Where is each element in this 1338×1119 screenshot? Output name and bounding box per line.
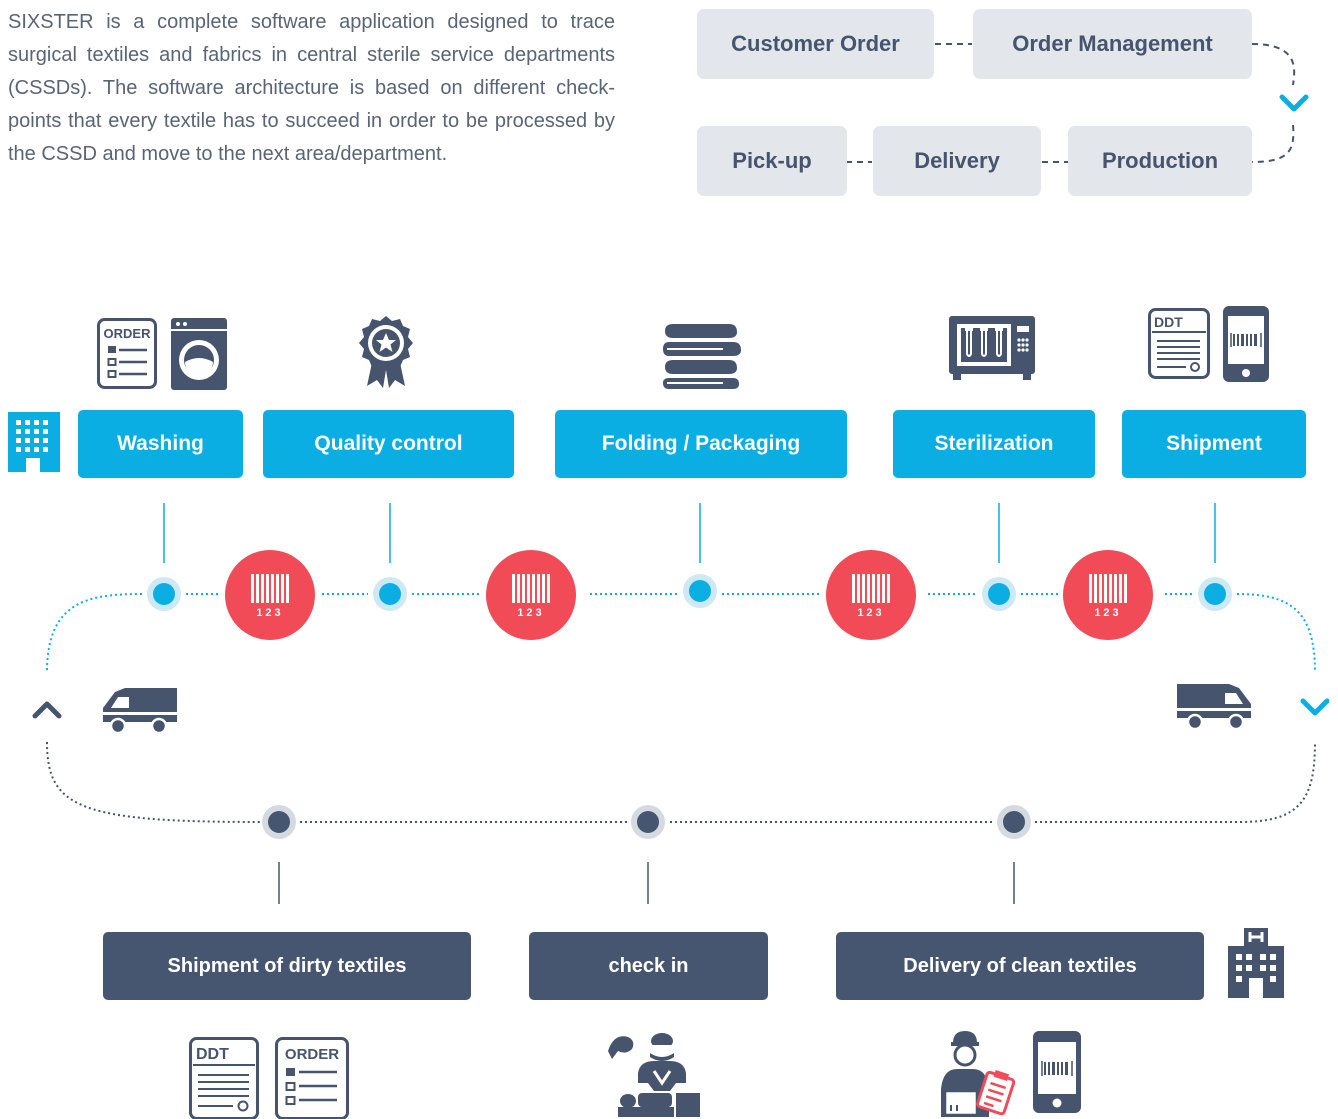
order-document-icon: ORDER — [97, 318, 159, 390]
checkpoint-node — [147, 577, 181, 611]
barcode-badge: 123 — [826, 550, 916, 640]
barcode-phone-icon — [1223, 306, 1269, 382]
checkpoint-node — [683, 574, 717, 608]
checkpoint-node — [997, 805, 1031, 839]
svg-text:DDT: DDT — [196, 1046, 229, 1063]
order-document-icon: ORDER — [275, 1037, 351, 1119]
checkpoint-node — [982, 577, 1016, 611]
ddt-document-icon: DDT — [1148, 308, 1212, 380]
order-flow-connectors — [846, 43, 1309, 163]
courier-icon — [937, 1029, 1017, 1117]
customer-order-box: Customer Order — [697, 9, 934, 79]
barcode-badge: 123 — [1063, 550, 1153, 640]
svg-text:ORDER: ORDER — [104, 326, 152, 341]
order-management-box: Order Management — [973, 9, 1252, 79]
barcode-icon — [512, 574, 550, 603]
truck-icon — [1175, 684, 1253, 732]
folded-textiles-icon — [663, 316, 741, 390]
barcode-badge: 123 — [225, 550, 315, 640]
delivery-box: Delivery — [873, 126, 1041, 196]
quality-award-icon — [357, 314, 415, 388]
checkpoint-node — [1198, 577, 1232, 611]
checkpoint-nodes-top — [147, 574, 1232, 611]
checkpoint-node — [631, 805, 665, 839]
loop-up-arrow-icon — [32, 701, 62, 719]
barcode-icon — [852, 574, 890, 603]
loop-down-arrow-icon — [1300, 698, 1330, 716]
barcode-phone-icon — [1033, 1031, 1081, 1113]
stage-sterilization: Sterilization — [893, 410, 1095, 478]
checkpoint-node — [262, 805, 296, 839]
hospital-icon — [1228, 928, 1284, 998]
stage-washing: Washing — [78, 410, 243, 478]
barcode-badge: 123 — [486, 550, 576, 640]
stage-shipment: Shipment — [1122, 410, 1306, 478]
stage-delivery-clean: Delivery of clean textiles — [836, 932, 1204, 1000]
washing-machine-icon — [171, 318, 227, 390]
building-icon — [8, 412, 60, 472]
stage-shipment-dirty: Shipment of dirty textiles — [103, 932, 471, 1000]
ddt-document-icon: DDT — [189, 1037, 261, 1119]
surgeon-icon — [606, 1031, 700, 1117]
flow-chevron-icon — [1279, 94, 1309, 112]
stage-quality-control: Quality control — [263, 410, 514, 478]
stage-check-in: check in — [529, 932, 768, 1000]
barcode-icon — [1089, 574, 1127, 603]
checkpoint-nodes-bottom — [262, 805, 1031, 839]
svg-text:ORDER: ORDER — [285, 1046, 339, 1063]
barcode-icon — [251, 574, 289, 603]
stage-folding-packaging: Folding / Packaging — [555, 410, 847, 478]
svg-text:DDT: DDT — [1154, 314, 1183, 330]
checkpoint-node — [373, 577, 407, 611]
sterilizer-icon — [949, 316, 1035, 382]
production-box: Production — [1068, 126, 1252, 196]
truck-icon — [101, 688, 179, 736]
intro-paragraph: SIXSTER is a complete software applicati… — [8, 11, 615, 165]
pickup-box: Pick-up — [697, 126, 847, 196]
